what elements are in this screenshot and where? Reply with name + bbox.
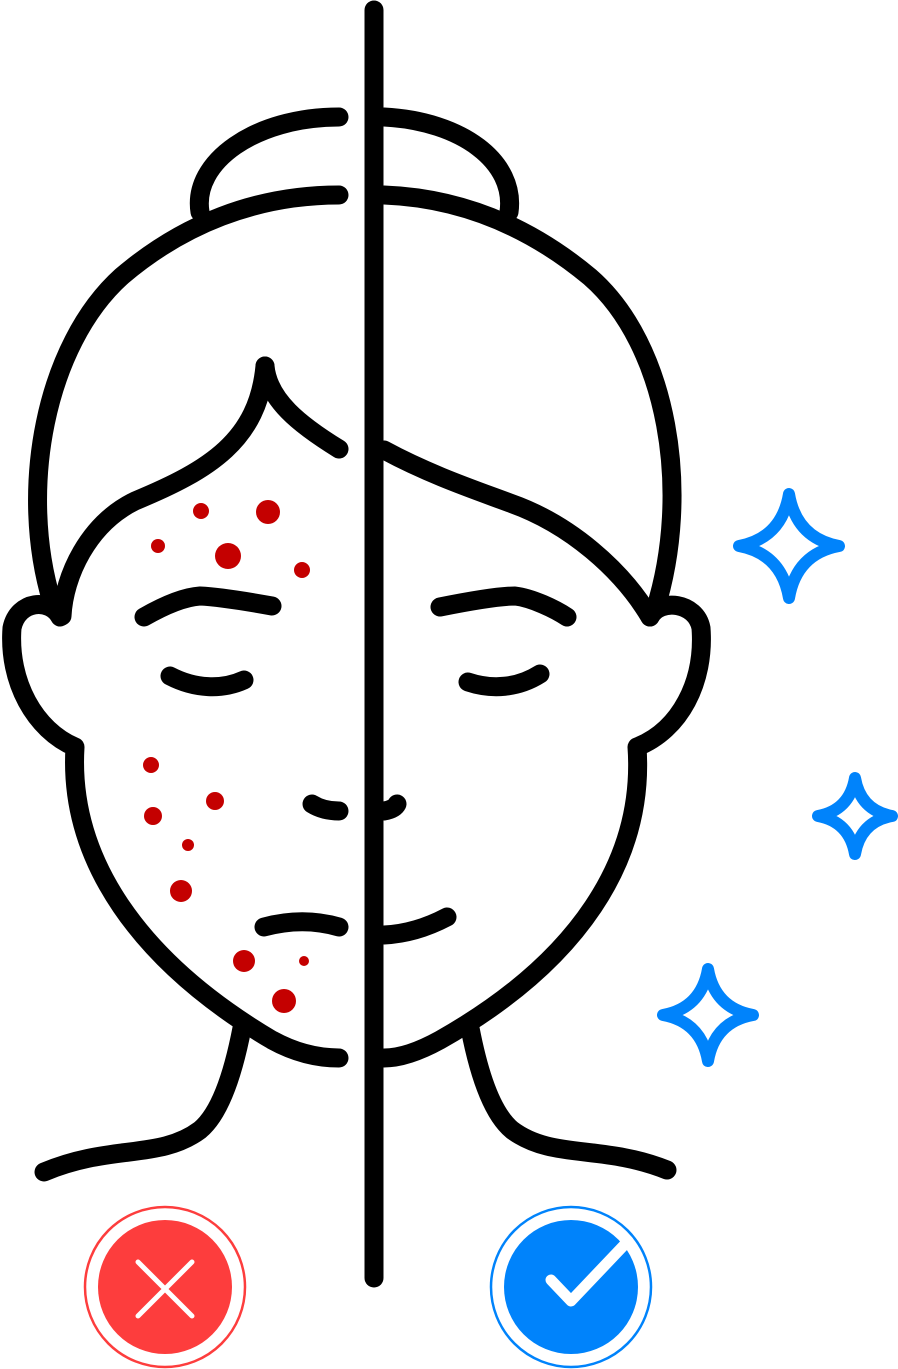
x-mark-icon bbox=[135, 1259, 195, 1319]
mouth-left bbox=[254, 912, 349, 937]
bad-skin-badge bbox=[83, 1205, 247, 1369]
nose-right bbox=[374, 794, 407, 821]
sparkle-icon bbox=[733, 488, 845, 604]
eye-left bbox=[160, 666, 254, 697]
good-badge-fill bbox=[504, 1220, 638, 1354]
face-outline bbox=[2, 0, 711, 1288]
acne-spot bbox=[294, 562, 310, 578]
acne-spot bbox=[272, 989, 296, 1013]
hair-right bbox=[374, 185, 682, 620]
acne-spot bbox=[182, 839, 194, 851]
brow-right bbox=[430, 586, 577, 627]
acne-spot bbox=[215, 543, 241, 569]
sparkle-icon bbox=[812, 772, 898, 860]
acne-spot bbox=[143, 757, 159, 773]
checkmark-icon bbox=[545, 1235, 634, 1307]
fringe-right bbox=[374, 440, 660, 627]
brow-left bbox=[134, 586, 282, 627]
mouth-right bbox=[374, 907, 457, 945]
acne-spot bbox=[193, 503, 209, 519]
acne-spot bbox=[256, 500, 280, 524]
nose-left bbox=[302, 794, 349, 821]
acne-spot bbox=[299, 956, 309, 966]
acne-spot bbox=[144, 807, 162, 825]
face-left bbox=[2, 595, 349, 1068]
eye-right bbox=[458, 664, 550, 697]
neck-right bbox=[460, 1018, 677, 1180]
acne-spot bbox=[151, 539, 165, 553]
neck-left bbox=[34, 1018, 252, 1182]
bad-badge-ring bbox=[83, 1205, 247, 1369]
acne-spot bbox=[206, 792, 224, 810]
sparkles bbox=[657, 488, 898, 1067]
acne-spot bbox=[233, 950, 255, 972]
fringe-left bbox=[52, 356, 275, 626]
good-skin-badge bbox=[489, 1205, 653, 1369]
good-badge-ring bbox=[489, 1205, 653, 1369]
hair-bun-left bbox=[189, 107, 349, 222]
hair-bun-right bbox=[374, 107, 520, 222]
sparkle-icon bbox=[657, 963, 759, 1067]
fringe-part bbox=[255, 356, 349, 459]
acne-spot bbox=[170, 880, 192, 902]
acne-spots bbox=[143, 500, 310, 1013]
face-right bbox=[374, 595, 711, 1068]
hair-left bbox=[28, 185, 349, 612]
